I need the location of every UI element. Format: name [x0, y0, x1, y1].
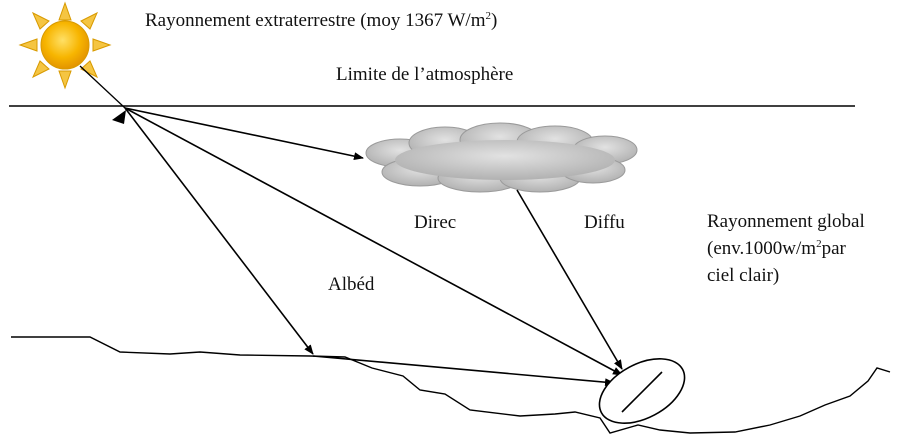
incoming-ray — [79, 65, 126, 109]
global-line-1: Rayonnement global — [707, 211, 865, 232]
arrow-direct — [124, 107, 623, 376]
solar-panel-icon — [598, 358, 686, 424]
arrow-diffuse — [516, 189, 623, 370]
arrow-albedo — [312, 355, 615, 387]
albedo-label: Albéd — [328, 274, 375, 295]
direct-label: Direc — [414, 212, 457, 233]
ground-line — [11, 336, 891, 434]
arrow-to-ground — [124, 107, 314, 355]
entry-point-marker — [112, 110, 126, 124]
global-line-3: ciel clair) — [707, 265, 780, 286]
global-radiation-label: Rayonnement global (env.1000w/m2par ciel… — [707, 208, 865, 289]
atmosphere-limit-label: Limite de l’atmosphère — [336, 64, 514, 85]
cloud-icon — [365, 122, 638, 193]
global-line-2: (env.1000w/m2par — [707, 238, 846, 259]
extraterrestrial-radiation-label: Rayonnement extraterrestre (moy 1367 W/m… — [145, 10, 498, 31]
arrow-to-cloud — [124, 107, 364, 161]
diffuse-label: Diffu — [584, 212, 625, 233]
sun-icon — [18, 1, 112, 90]
